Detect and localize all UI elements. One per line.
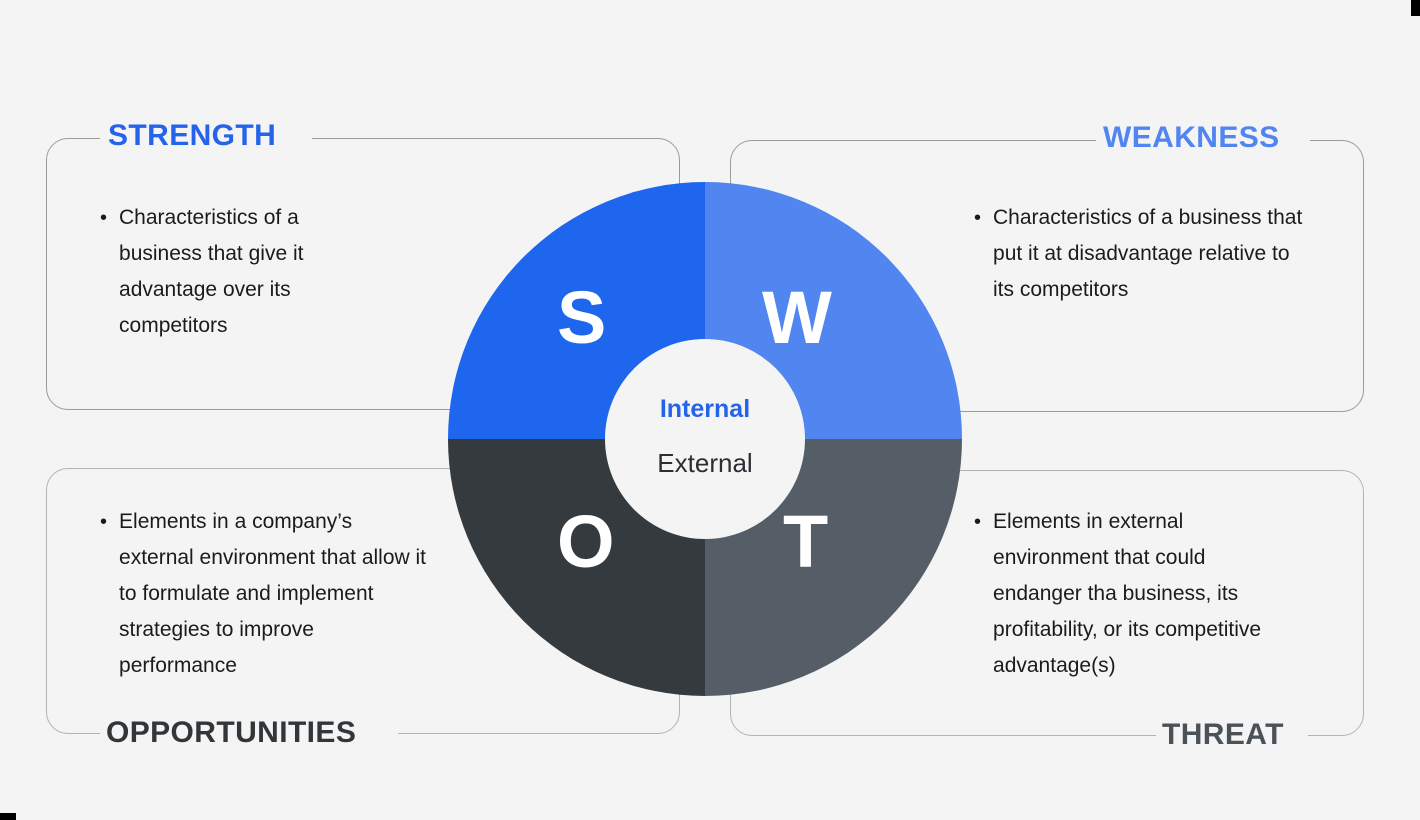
quadrant-text-weakness: Characteristics of a business that put i… — [993, 206, 1303, 301]
donut-svg — [448, 182, 962, 696]
quadrant-title-strength: STRENGTH — [108, 119, 277, 152]
crop-mark-top-right — [1411, 0, 1420, 16]
border-gap-opportunities — [100, 722, 398, 744]
quadrant-text-opportunities: Elements in a company’s external environ… — [119, 510, 427, 677]
quadrant-text-threat: Elements in external environment that co… — [993, 510, 1262, 677]
quadrant-body-opportunities: • Elements in a company’s external envir… — [100, 504, 430, 684]
quadrant-text-strength: Characteristics of a business that give … — [119, 206, 304, 337]
bullet-marker-strength: • — [100, 207, 108, 229]
quadrant-title-opportunities: OPPORTUNITIES — [106, 716, 357, 749]
bullet-marker-opportunities: • — [100, 511, 108, 533]
quadrant-body-threat: • Elements in external environment that … — [974, 504, 1294, 684]
crop-mark-bottom-left — [0, 813, 16, 820]
bullet-marker-weakness: • — [974, 207, 982, 229]
quadrant-title-threat: THREAT — [1162, 718, 1284, 751]
donut-inner-circle — [605, 339, 805, 539]
quadrant-title-weakness: WEAKNESS — [1103, 121, 1280, 154]
quadrant-body-strength: • Characteristics of a business that giv… — [100, 200, 360, 344]
border-gap-strength — [100, 128, 312, 148]
donut-center-external-label: External — [657, 448, 753, 478]
border-gap-threat — [1156, 724, 1308, 746]
swot-donut-chart — [448, 182, 962, 696]
quadrant-body-weakness: • Characteristics of a business that put… — [974, 200, 1304, 308]
bullet-marker-threat: • — [974, 511, 982, 533]
border-gap-weakness — [1096, 130, 1310, 150]
donut-center-internal-label: Internal — [659, 395, 751, 423]
